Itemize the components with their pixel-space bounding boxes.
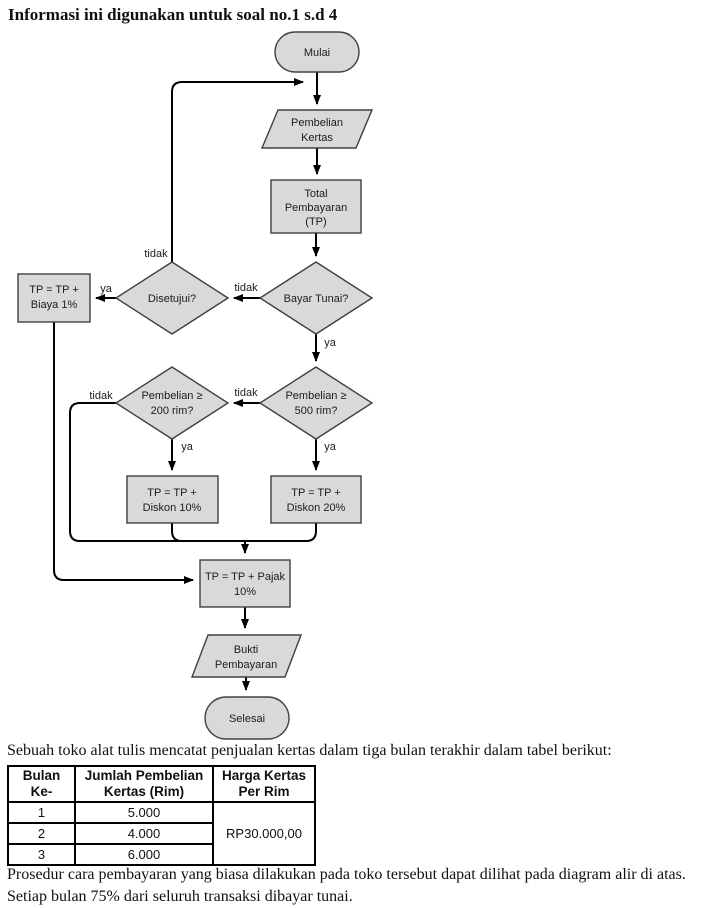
svg-text:Pembayaran: Pembayaran	[215, 659, 277, 671]
table-row: 1 5.000 RP30.000,00	[7, 801, 316, 866]
node-pajak-10: TP = TP + Pajak 10%	[199, 559, 291, 608]
svg-text:Total: Total	[304, 188, 327, 200]
edge-label-tidak-bayartunai: tidak	[234, 282, 258, 294]
node-bukti-pembayaran: Bukti Pembayaran	[190, 634, 303, 678]
svg-text:200 rim?: 200 rim?	[151, 405, 194, 417]
sales-table: Bulan Ke- Jumlah Pembelian Kertas (Rim) …	[7, 765, 316, 866]
svg-text:Diskon 20%: Diskon 20%	[287, 502, 346, 514]
svg-text:Disetujui?: Disetujui?	[148, 293, 196, 305]
table-row: 3 6.000	[7, 843, 315, 866]
svg-text:Pembayaran: Pembayaran	[285, 202, 347, 214]
node-total-pembayaran: Total Pembayaran (TP)	[270, 179, 362, 234]
flowchart-diagram: Mulai Pembelian Kertas Total Pembayaran …	[0, 30, 392, 742]
node-disetujui: Disetujui?	[114, 261, 230, 335]
cell-bulan-1: 1	[7, 801, 76, 824]
node-bayar-tunai: Bayar Tunai?	[258, 261, 374, 335]
flow-arrow-disetujui-tidak-loop	[171, 78, 304, 262]
svg-text:Mulai: Mulai	[304, 47, 330, 59]
node-pembelian-200: Pembelian ≥ 200 rim?	[114, 366, 230, 440]
table-row: 2 4.000	[7, 822, 315, 845]
edge-label-tidak-disetujui: tidak	[144, 248, 168, 260]
header-jumlah: Jumlah Pembelian Kertas (Rim)	[74, 765, 214, 803]
edge-label-ya-500: ya	[324, 441, 337, 453]
intro-paragraph: Sebuah toko alat tulis mencatat penjuala…	[7, 742, 612, 759]
svg-text:TP = TP +: TP = TP +	[29, 284, 79, 296]
svg-text:Pembelian ≥: Pembelian ≥	[285, 390, 346, 402]
cell-jumlah-2: 4.000	[74, 822, 214, 845]
node-pembelian-500: Pembelian ≥ 500 rim?	[258, 366, 374, 440]
svg-text:500 rim?: 500 rim?	[295, 405, 338, 417]
flowchart-svg: Mulai Pembelian Kertas Total Pembayaran …	[17, 31, 374, 740]
svg-text:Bukti: Bukti	[234, 644, 258, 656]
flow-line-200-tidak-loop	[69, 402, 245, 542]
node-pembelian-kertas: Pembelian Kertas	[260, 109, 374, 149]
svg-text:Diskon 10%: Diskon 10%	[143, 502, 202, 514]
edge-label-ya-disetujui: ya	[100, 283, 113, 295]
node-diskon-20: TP = TP + Diskon 20%	[270, 475, 362, 524]
footer-paragraph: Prosedur cara pembayaran yang biasa dila…	[7, 866, 686, 905]
cell-jumlah-3: 6.000	[74, 843, 214, 866]
flow-line-diskon10-out	[171, 523, 245, 542]
cell-jumlah-1: 5.000	[74, 801, 214, 824]
node-diskon-10: TP = TP + Diskon 10%	[126, 475, 219, 524]
flow-arrow-biaya-pajak	[53, 322, 194, 584]
svg-text:Biaya 1%: Biaya 1%	[31, 299, 78, 311]
flow-line-diskon20-out	[245, 523, 317, 542]
page-title: Informasi ini digunakan untuk soal no.1 …	[8, 5, 338, 24]
svg-text:10%: 10%	[234, 586, 256, 598]
svg-text:Pembelian ≥: Pembelian ≥	[141, 390, 202, 402]
node-selesai: Selesai	[204, 696, 290, 740]
cell-bulan-3: 3	[7, 843, 76, 866]
node-biaya-1-persen: TP = TP + Biaya 1%	[17, 273, 91, 323]
svg-text:TP = TP +: TP = TP +	[147, 487, 197, 499]
cell-bulan-2: 2	[7, 822, 76, 845]
edge-label-ya-bayartunai: ya	[324, 337, 337, 349]
svg-text:Kertas: Kertas	[301, 132, 333, 144]
edge-label-tidak-200: tidak	[89, 390, 113, 402]
svg-text:TP = TP + Pajak: TP = TP + Pajak	[205, 571, 286, 583]
svg-text:(TP): (TP)	[305, 216, 326, 228]
header-harga: Harga Kertas Per Rim	[212, 765, 316, 803]
cell-harga-merged: RP30.000,00	[212, 801, 316, 866]
svg-text:Selesai: Selesai	[229, 713, 265, 725]
node-mulai: Mulai	[274, 31, 360, 73]
table-header-row: Bulan Ke- Jumlah Pembelian Kertas (Rim) …	[7, 765, 316, 803]
svg-text:Pembelian: Pembelian	[291, 117, 343, 129]
header-bulan: Bulan Ke-	[7, 765, 76, 803]
svg-text:TP = TP +: TP = TP +	[291, 487, 341, 499]
edge-label-tidak-500: tidak	[234, 387, 258, 399]
svg-text:Bayar Tunai?: Bayar Tunai?	[284, 293, 349, 305]
edge-label-ya-200: ya	[181, 441, 194, 453]
